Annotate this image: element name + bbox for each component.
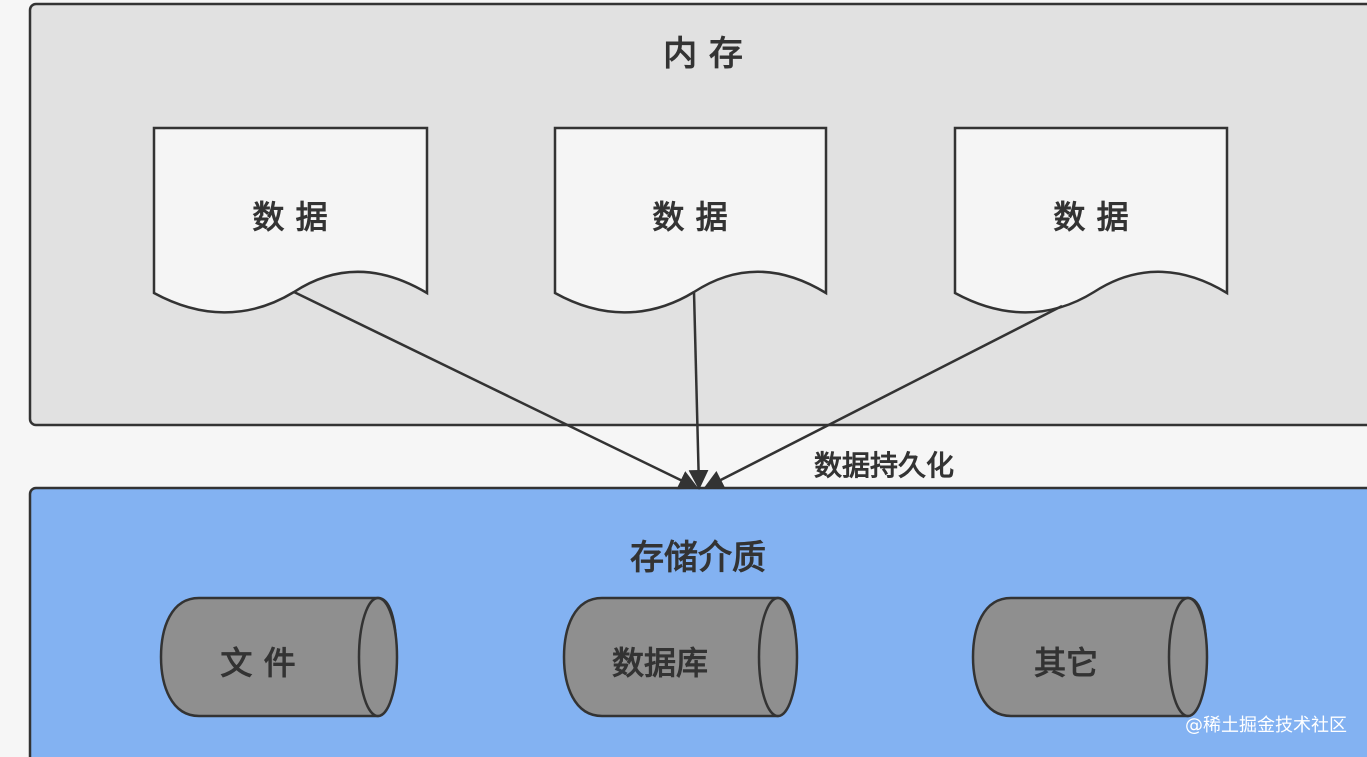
data-document-2: 数 据: [553, 126, 828, 314]
data-block-label: 数 据: [652, 198, 727, 236]
data-block-label: 数 据: [252, 198, 327, 236]
data-block-label: 数 据: [1053, 198, 1128, 236]
document-shape: [553, 126, 828, 314]
storage-medium-label: 其它: [1034, 644, 1098, 682]
storage-medium-label: 文 件: [220, 644, 295, 682]
storage-title: 存储介质: [630, 538, 766, 578]
cylinder-end: [357, 596, 399, 718]
storage-medium-label: 数据库: [612, 644, 708, 682]
storage-medium-database: 数据库: [562, 596, 799, 718]
storage-medium-other: 其它: [971, 596, 1209, 718]
cylinder-end: [1167, 596, 1209, 718]
document-shape: [953, 126, 1229, 314]
memory-title: 内 存: [663, 34, 743, 74]
arrow-from-document-2: [688, 291, 709, 490]
persistence-label: 数据持久化: [814, 449, 954, 482]
watermark-text: @稀土掘金技术社区: [1185, 715, 1347, 736]
cylinder-end: [757, 596, 799, 718]
data-document-3: 数 据: [953, 126, 1229, 314]
storage-medium-file: 文 件: [159, 596, 399, 718]
arrow-from-document-1: [293, 290, 699, 490]
arrow-from-document-3: [703, 304, 1063, 490]
data-document-1: 数 据: [152, 126, 429, 314]
persistence-arrows: [293, 290, 1063, 490]
